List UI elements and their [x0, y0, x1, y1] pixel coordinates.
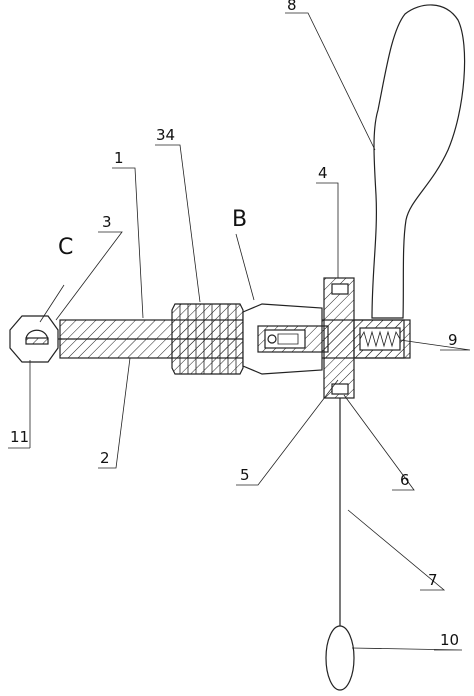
- spring: [359, 330, 401, 348]
- label-part-34: 34: [156, 126, 175, 144]
- label-part-2: 2: [100, 449, 110, 467]
- label-part-9: 9: [448, 331, 458, 349]
- flange-part-4: [323, 277, 355, 399]
- label-part-4: 4: [318, 164, 328, 182]
- label-part-7: 7: [428, 571, 438, 589]
- threaded-nut-part-34: [171, 303, 244, 375]
- handle-part-8: [371, 4, 466, 319]
- weight-part-10: [325, 625, 355, 691]
- label-part-3: 3: [102, 213, 112, 231]
- label-part-1: 1: [114, 149, 124, 167]
- leader-lines: [8, 12, 471, 651]
- label-part-10: 10: [440, 631, 459, 649]
- label-part-8: 8: [287, 0, 297, 14]
- label-part-11: 11: [10, 428, 29, 446]
- label-part-6: 6: [400, 471, 410, 489]
- label-detail-b: B: [232, 207, 247, 232]
- label-detail-c: C: [58, 235, 73, 260]
- label-part-5: 5: [240, 466, 250, 484]
